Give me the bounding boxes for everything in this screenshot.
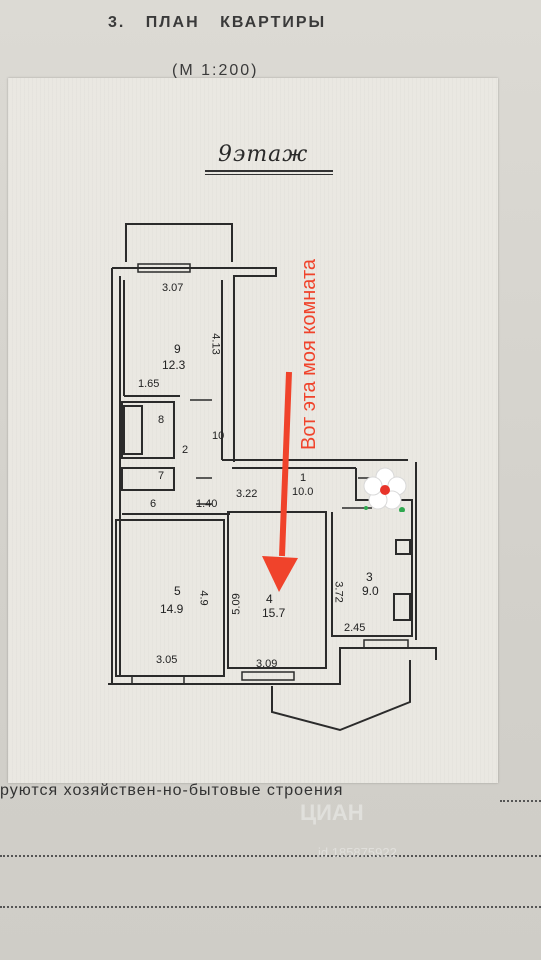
room-8-number: 8: [158, 414, 165, 426]
window-room3: [363, 639, 409, 649]
room-7-number: 7: [158, 470, 165, 482]
window-room5: [131, 675, 185, 685]
dim-room5-width: 3.05: [156, 654, 178, 666]
room-9-area: 12.3: [162, 358, 186, 372]
window-top: [137, 263, 191, 273]
room-2-number: 2: [182, 444, 189, 456]
room-1-number: 1: [300, 472, 307, 484]
outer-wall: [112, 267, 277, 462]
room-1-area: 10.0: [292, 486, 314, 498]
sink: [393, 593, 411, 621]
floor-label: 9этаж: [218, 142, 309, 167]
room-4-walls: [227, 511, 327, 669]
dim-corridor-width: 3.22: [236, 488, 258, 500]
dim-room4-width: 3.09: [256, 658, 278, 670]
dotted-line-2: [0, 855, 541, 857]
bath-tub: [123, 405, 143, 455]
room-5-number: 5: [174, 584, 181, 598]
room-4-number: 4: [266, 592, 273, 606]
room-5-area: 14.9: [160, 602, 184, 616]
watermark: ЦИАН: [300, 800, 364, 825]
balcony-top: [125, 223, 233, 262]
dim-room3-width: 2.45: [344, 622, 366, 634]
room-4-area: 15.7: [262, 606, 286, 620]
flower-sticker-icon: [363, 467, 407, 512]
section-title: 3. ПЛАН КВАРТИРЫ: [108, 14, 327, 31]
bath-room-8: [121, 401, 175, 459]
room-annotation: Вот эта моя комната: [298, 258, 320, 450]
tracing-paper: [8, 78, 498, 783]
plan-scale: (М 1:200): [172, 62, 259, 79]
room-3-number: 3: [366, 570, 373, 584]
bottom-form-text: руются хозяйствен-но-бытовые строения: [0, 782, 344, 799]
floor-underline-second: [205, 174, 333, 175]
room-10-number: 10: [212, 430, 225, 442]
stove: [395, 539, 411, 555]
loggia: [271, 660, 411, 732]
window-room4: [241, 671, 295, 681]
dim-room9-depth: 1.65: [138, 378, 160, 390]
bottom-outer: [108, 647, 437, 685]
watermark-id: id 185875922: [318, 845, 397, 860]
wc-room-7: [121, 467, 175, 491]
dotted-line-3: [0, 906, 541, 908]
dotted-line-1: [500, 800, 541, 802]
room-3-walls: [331, 468, 413, 637]
floor-underline: [205, 170, 333, 172]
room-3-area: 9.0: [362, 584, 379, 598]
dim-top-width: 3.07: [162, 282, 184, 294]
room-6-number: 6: [150, 498, 157, 510]
dim-corridor-small: 1.40: [196, 498, 218, 510]
room-9-number: 9: [174, 342, 181, 356]
